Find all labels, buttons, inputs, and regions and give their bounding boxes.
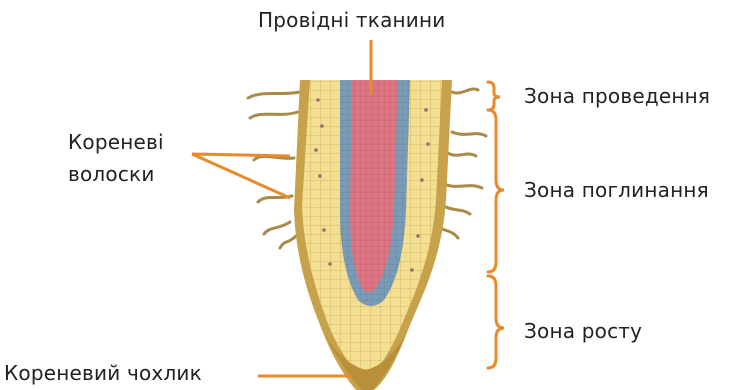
- root-hairs-label-line1: Кореневі: [68, 126, 164, 158]
- bracket-absorption: [488, 110, 504, 272]
- leader-hairs-2: [192, 154, 290, 198]
- zone-brackets: [488, 82, 504, 368]
- zone-absorption-label: Зона поглинання: [524, 178, 709, 202]
- leader-hairs-1: [192, 154, 290, 156]
- root-hairs-label: Кореневі волоски: [68, 126, 164, 190]
- root-hairs-left: [248, 92, 300, 248]
- conductive-tissues-label: Провідні тканини: [258, 8, 445, 32]
- zone-conduction-label: Зона проведення: [524, 84, 710, 108]
- bracket-conduction: [488, 82, 500, 110]
- zone-growth-label: Зона росту: [524, 319, 642, 343]
- root-hairs-label-line2: волоски: [68, 158, 164, 190]
- root-cap-label: Кореневий чохлик: [4, 361, 202, 385]
- bracket-growth: [488, 276, 504, 368]
